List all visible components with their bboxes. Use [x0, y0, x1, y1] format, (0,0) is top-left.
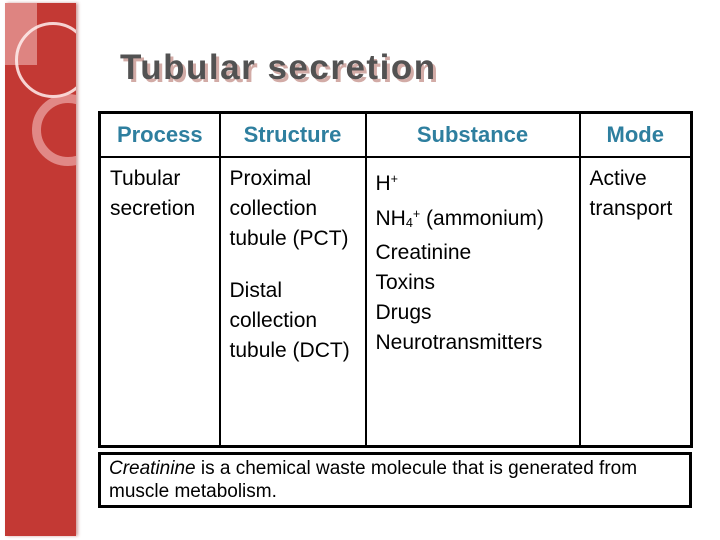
table-row: Tubular secretion Proximal collection tu…: [98, 156, 693, 448]
cell-structure: Proximal collection tubule (PCT) Distal …: [218, 156, 367, 448]
footnote-box: Creatinine is a chemical waste molecule …: [98, 452, 692, 508]
page-title: Tubular secretion: [120, 48, 437, 87]
structure-dct: Distal collection tubule (DCT): [229, 279, 350, 362]
footnote-term: Creatinine: [109, 458, 196, 479]
circle-ornament-icon: [32, 94, 76, 166]
circle-ornament-icon: [15, 22, 76, 98]
cell-process: Tubular secretion: [98, 156, 221, 448]
superscript-plus: +: [412, 206, 421, 221]
cell-mode: Active transport: [578, 156, 693, 448]
subscript-four: 4: [405, 216, 413, 231]
column-header-substance: Substance: [364, 111, 581, 158]
substance-creatinine: Creatinine: [375, 241, 472, 265]
substance-toxins: Toxins: [375, 271, 436, 295]
structure-pct: Proximal collection tubule (PCT): [229, 167, 349, 250]
cell-substance: H+ NH4+ (ammonium) Creatinine Toxins Dru…: [364, 156, 581, 448]
substance-drugs: Drugs: [375, 301, 432, 325]
substance-ammonium: NH4+ (ammonium): [375, 206, 544, 231]
superscript-plus: +: [390, 172, 399, 186]
column-header-structure: Structure: [218, 111, 367, 158]
substance-neurotransmitters: Neurotransmitters: [375, 331, 543, 355]
secretion-table: Process Structure Substance Mode Tubular…: [98, 111, 693, 448]
substance-hydrogen: H+: [375, 171, 399, 195]
footnote-text: is a chemical waste molecule that is gen…: [109, 458, 638, 502]
column-header-process: Process: [98, 111, 221, 158]
column-header-mode: Mode: [578, 111, 693, 158]
sidebar-decoration: [5, 3, 76, 536]
table-header-row: Process Structure Substance Mode: [98, 111, 693, 158]
